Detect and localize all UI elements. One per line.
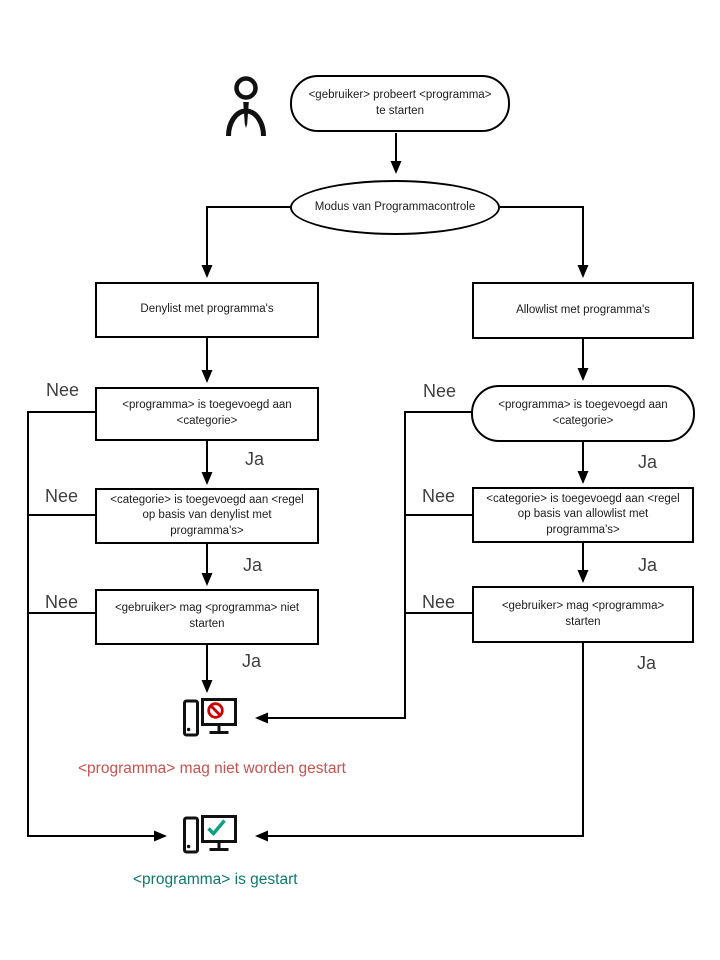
ja-label: Ja bbox=[638, 452, 658, 472]
allow-user-can-start-node: <gebruiker> mag <programma> starten bbox=[472, 586, 694, 643]
started-result-label: <programma> is gestart bbox=[133, 871, 298, 888]
start-node: <gebruiker> probeert <programma> te star… bbox=[290, 75, 510, 132]
connector-right-ja-to-started bbox=[255, 643, 584, 842]
connector-right-nee-rail bbox=[255, 411, 472, 724]
nee-label: Nee bbox=[46, 380, 80, 400]
allowlist-node: Allowlist met programma's bbox=[472, 282, 694, 339]
ja-label: Ja bbox=[243, 555, 263, 575]
ja-label: Ja bbox=[245, 449, 265, 469]
ja-label: Ja bbox=[638, 555, 658, 575]
computer-started-icon bbox=[183, 815, 237, 854]
nee-label: Nee bbox=[423, 381, 457, 401]
nee-label: Nee bbox=[45, 592, 79, 612]
ja-label: Ja bbox=[242, 651, 262, 671]
deny-program-in-category-node: <programma> is toegevoegd aan <categorie… bbox=[95, 387, 319, 441]
person-icon bbox=[226, 76, 266, 137]
blocked-result-label: <programma> mag niet worden gestart bbox=[78, 760, 346, 777]
allow-program-in-category-node: <programma> is toegevoegd aan <categorie… bbox=[471, 385, 695, 442]
checkmark-icon bbox=[207, 819, 226, 837]
nee-label: Nee bbox=[422, 486, 456, 506]
computer-blocked-icon bbox=[183, 698, 237, 737]
connector-mode-to-allowlist bbox=[500, 206, 589, 278]
denylist-node: Denylist met programma's bbox=[95, 282, 319, 338]
mode-node: Modus van Programmacontrole bbox=[290, 180, 500, 235]
ja-label: Ja bbox=[637, 653, 657, 673]
prohibition-icon bbox=[207, 702, 224, 719]
allow-category-in-rule-node: <categorie> is toegevoegd aan <regel op … bbox=[472, 487, 694, 543]
deny-category-in-rule-node: <categorie> is toegevoegd aan <regel op … bbox=[95, 488, 319, 544]
deny-user-cannot-start-node: <gebruiker> mag <programma> niet starten bbox=[95, 589, 319, 645]
nee-label: Nee bbox=[422, 592, 456, 612]
connector-mode-to-denylist bbox=[201, 206, 291, 278]
nee-label: Nee bbox=[45, 486, 79, 506]
